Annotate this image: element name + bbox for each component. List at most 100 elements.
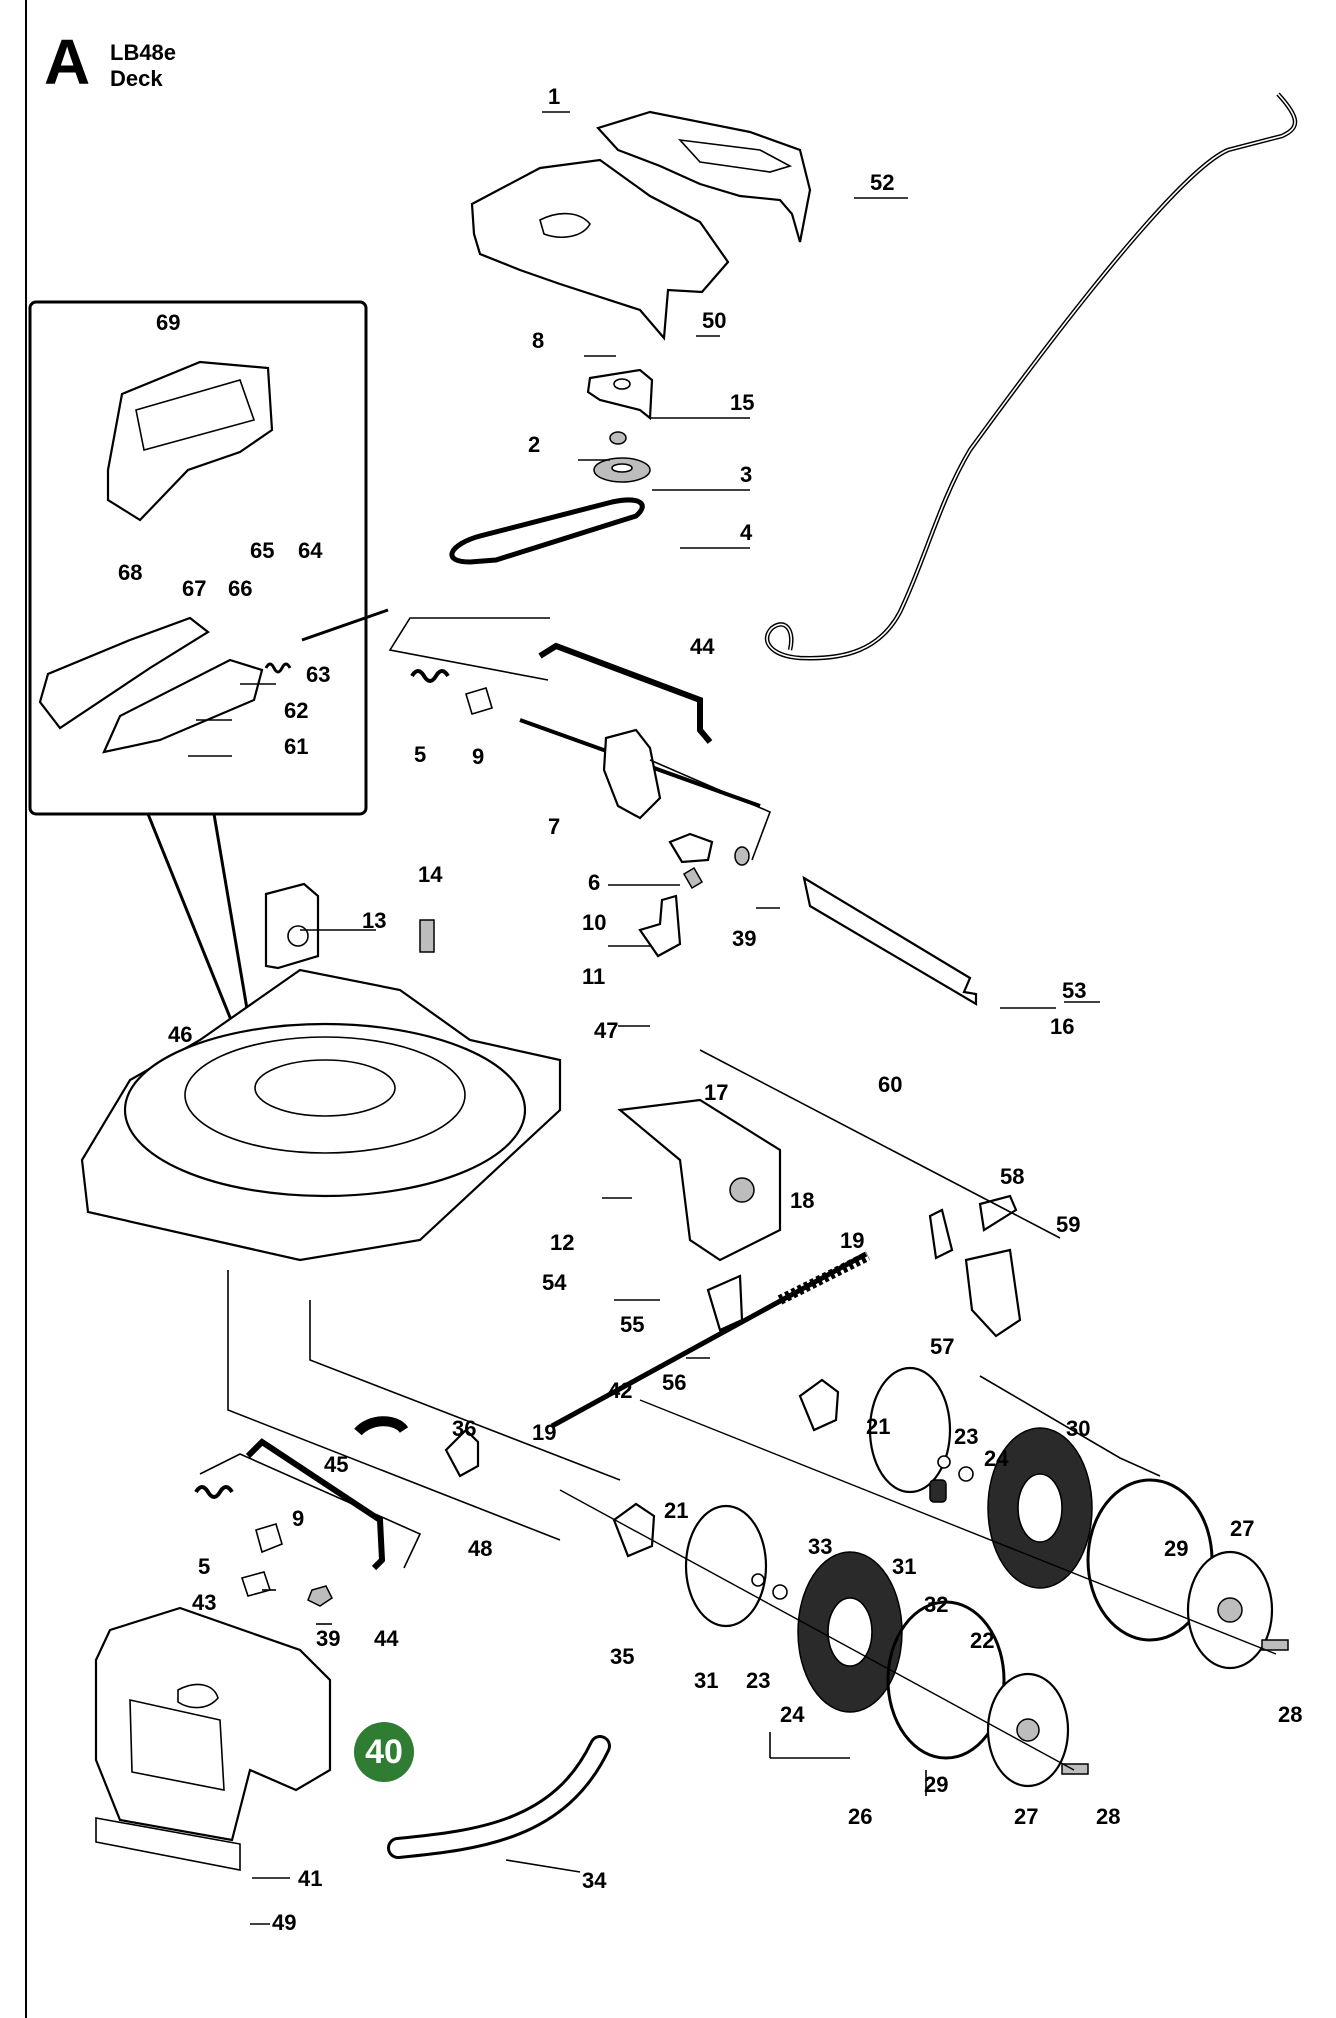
leader-line [979, 1375, 1161, 1477]
spring-part [410, 669, 450, 683]
axis-line [559, 1489, 1075, 1771]
cable-part [764, 92, 1298, 661]
bushing-part [255, 1523, 283, 1554]
callout-64: 64 [298, 538, 323, 563]
rear-cover-grille [129, 1698, 225, 1791]
callout-54: 54 [542, 1270, 567, 1295]
callout-27a: 27 [1230, 1516, 1255, 1541]
callout-56: 56 [662, 1370, 687, 1395]
callout-10: 10 [582, 910, 607, 935]
callout-31b: 31 [694, 1668, 719, 1693]
callout-13: 13 [362, 908, 387, 933]
height-adjust-bracket-part [617, 1098, 782, 1262]
height-plate-hole [287, 925, 309, 947]
rear-wheel-hub [1017, 1473, 1063, 1543]
callout-50: 50 [702, 308, 727, 333]
callout-12: 12 [550, 1230, 575, 1255]
callout-65: 65 [250, 538, 275, 563]
section-title: Deck [110, 66, 163, 91]
callout-21b: 21 [664, 1498, 689, 1523]
callout-27b: 27 [1014, 1804, 1039, 1829]
callout-48: 48 [468, 1536, 493, 1561]
callout-49: 49 [272, 1910, 297, 1935]
callout-15: 15 [730, 390, 755, 415]
callout-4: 4 [740, 520, 753, 545]
callout-62: 62 [284, 698, 309, 723]
callout-17: 17 [704, 1080, 729, 1105]
callout-9a: 9 [472, 744, 485, 769]
callout-24a: 24 [984, 1446, 1009, 1471]
highlight-badge-label: 40 [365, 1733, 403, 1771]
washer-part [734, 846, 750, 866]
axle-bolt-part [1261, 1639, 1289, 1651]
gearbox-part [602, 728, 662, 820]
model-label: LB48e [110, 40, 177, 65]
deck-motor-opening [254, 1059, 396, 1117]
callout-29b: 29 [924, 1772, 949, 1797]
inset-cover-grille [135, 379, 256, 451]
callout-5b: 5 [198, 1554, 211, 1579]
handle-mount-part [964, 1248, 1022, 1338]
callout-39a: 39 [732, 926, 757, 951]
callout-36: 36 [452, 1416, 477, 1441]
leader-line [699, 1049, 1061, 1239]
callout-35: 35 [610, 1644, 635, 1669]
callout-61: 61 [284, 734, 309, 759]
callout-39b: 39 [316, 1626, 341, 1651]
hubcap-center [1217, 1597, 1243, 1623]
callout-23a: 23 [954, 1424, 979, 1449]
logo-emblem [177, 1683, 219, 1709]
clip-part [354, 1416, 409, 1436]
pulley-hub [611, 463, 633, 473]
callout-60: 60 [878, 1072, 903, 1097]
callout-46: 46 [168, 1022, 193, 1047]
inset-spring-part [264, 662, 292, 674]
callout-31a: 31 [892, 1554, 917, 1579]
callout-44a: 44 [690, 634, 715, 659]
gear-part [929, 1479, 947, 1503]
callout-32: 32 [924, 1592, 949, 1617]
callout-33: 33 [808, 1534, 833, 1559]
callout-5a: 5 [414, 742, 427, 767]
section-letter: A [44, 26, 91, 98]
callout-9b: 9 [292, 1506, 305, 1531]
callout-30: 30 [1066, 1416, 1091, 1441]
callout-18: 18 [790, 1188, 815, 1213]
callout-28a: 28 [1278, 1702, 1303, 1727]
callout-57: 57 [930, 1334, 955, 1359]
inset-rod-part [301, 608, 389, 642]
assembly-outline [309, 1300, 621, 1481]
handle-clamp-part [978, 1194, 1018, 1232]
callout-2: 2 [528, 432, 541, 457]
clip-nut-part [240, 1571, 272, 1597]
motor-cover-part [470, 158, 730, 341]
callout-22: 22 [970, 1628, 995, 1653]
callout-11: 11 [582, 964, 606, 989]
drive-belt-part [449, 497, 645, 565]
callout-19a: 19 [840, 1228, 865, 1253]
callout-58: 58 [1000, 1164, 1025, 1189]
bracket-part [638, 894, 682, 958]
logo-emblem [539, 212, 591, 238]
hubcap-center [1016, 1718, 1040, 1742]
callout-45: 45 [324, 1452, 349, 1477]
handle-knob-part [928, 1208, 954, 1260]
callout-68: 68 [118, 560, 143, 585]
height-plate-part [264, 882, 320, 970]
wheel-cup-part [684, 1504, 768, 1628]
callout-8: 8 [532, 328, 545, 353]
height-adjust-hole [729, 1177, 755, 1203]
callout-6: 6 [588, 870, 601, 895]
shift-lever-part [668, 832, 714, 864]
callout-34: 34 [582, 1868, 607, 1893]
lever-part [538, 642, 713, 744]
rear-cover-flap [95, 1817, 241, 1871]
wheel-cup-part [868, 1366, 952, 1494]
washer-part [772, 1584, 788, 1600]
callout-23b: 23 [746, 1668, 771, 1693]
assembly-outline [199, 1453, 422, 1569]
callout-41: 41 [298, 1866, 323, 1891]
spring-part [194, 1485, 234, 1499]
axis-line [639, 1399, 1277, 1655]
